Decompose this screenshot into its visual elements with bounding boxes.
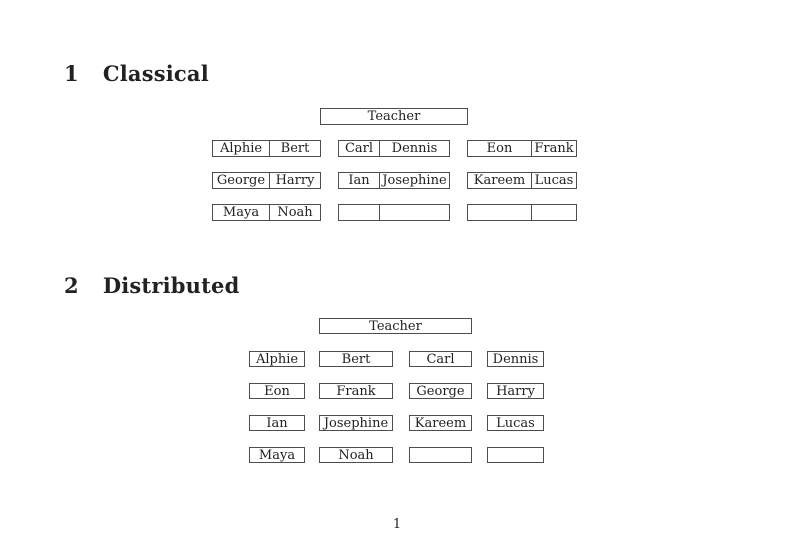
section-heading-classical: 1 Classical [64, 63, 209, 84]
section-title: Distributed [102, 273, 240, 298]
seat-box-empty [487, 447, 544, 463]
seat-box: Frank [319, 383, 393, 399]
desk-box: Ian Josephine [338, 172, 450, 189]
section-number: 1 [64, 61, 79, 86]
seat-box: Josephine [319, 415, 393, 431]
desk-seat-left [339, 205, 380, 220]
desk-seat-right: Harry [275, 173, 315, 188]
desk-box: Eon Frank [467, 140, 577, 157]
seat-box: Ian [249, 415, 305, 431]
desk-seat-left: Ian [339, 173, 380, 188]
seat-box: Dennis [487, 351, 544, 367]
desk-seat-right: Frank [534, 141, 574, 156]
seat-box: Eon [249, 383, 305, 399]
desk-seat-right: Bert [280, 141, 310, 156]
desk-seat-left: George [213, 173, 270, 188]
seat-box: Alphie [249, 351, 305, 367]
desk-seat-right: Noah [277, 205, 313, 220]
desk-seat-left: Carl [339, 141, 380, 156]
desk-box: Alphie Bert [212, 140, 321, 157]
desk-box: Kareem Lucas [467, 172, 577, 189]
seat-box: George [409, 383, 472, 399]
desk-seat-right [380, 205, 449, 220]
desk-box: Maya Noah [212, 204, 321, 221]
seat-box: Maya [249, 447, 305, 463]
desk-box-empty [467, 204, 577, 221]
section-title: Classical [102, 61, 209, 86]
desk-box: George Harry [212, 172, 321, 189]
desk-seat-right: Josephine [382, 173, 447, 188]
page-number: 1 [392, 517, 402, 532]
desk-box-empty [338, 204, 450, 221]
desk-seat-left [468, 205, 532, 220]
seat-box: Kareem [409, 415, 472, 431]
seat-box: Bert [319, 351, 393, 367]
desk-seat-right [532, 205, 576, 220]
seat-box: Carl [409, 351, 472, 367]
section-heading-distributed: 2 Distributed [64, 275, 239, 296]
desk-seat-left: Alphie [213, 141, 270, 156]
desk-seat-left: Maya [213, 205, 270, 220]
teacher-box-distributed: Teacher [319, 318, 472, 334]
seat-box: Lucas [487, 415, 544, 431]
desk-seat-right: Lucas [534, 173, 574, 188]
desk-seat-right: Dennis [391, 141, 438, 156]
teacher-box-classical: Teacher [320, 108, 468, 125]
seat-box: Noah [319, 447, 393, 463]
seat-box-empty [409, 447, 472, 463]
section-number: 2 [64, 273, 79, 298]
desk-seat-left: Kareem [468, 173, 532, 188]
desk-box: Carl Dennis [338, 140, 450, 157]
desk-seat-left: Eon [468, 141, 532, 156]
seat-box: Harry [487, 383, 544, 399]
